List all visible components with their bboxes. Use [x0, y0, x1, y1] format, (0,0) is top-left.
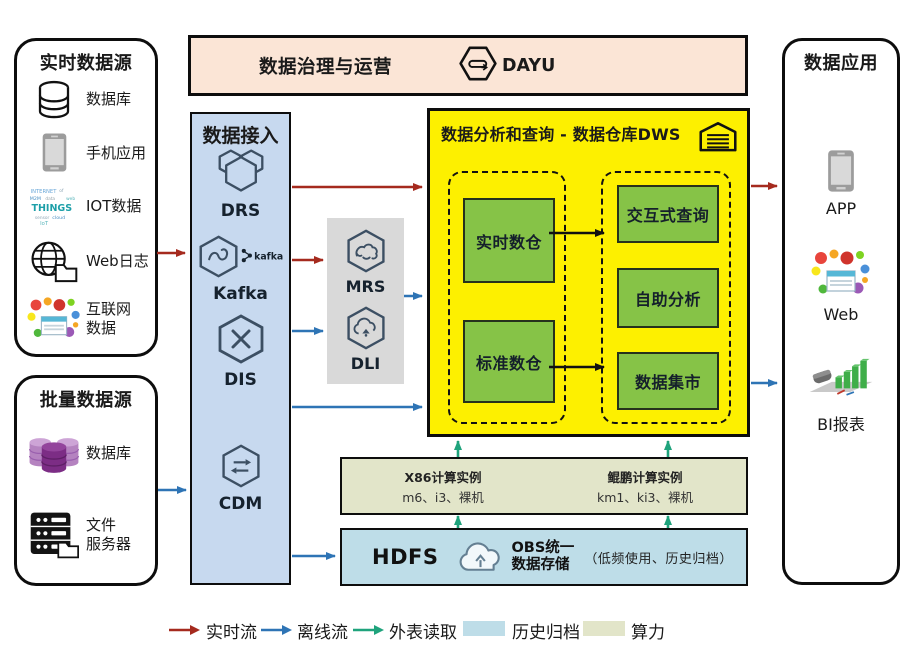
- cdm-icon: [219, 444, 263, 493]
- legend-archive-label: 历史归档: [512, 623, 580, 643]
- service-kafka: kafka Kafka: [192, 234, 289, 304]
- dws-standard-warehouse: 标准数仓: [463, 320, 555, 403]
- apps-title: 数据应用: [804, 53, 878, 74]
- obs-cloud-icon: [456, 540, 505, 575]
- dws-realtime-warehouse: 实时数仓: [463, 198, 555, 283]
- hdfs-label: HDFS: [372, 545, 439, 569]
- app-item-app: APP: [785, 149, 897, 218]
- compute-panel: X86计算实例 m6、i3、裸机 鲲鹏计算实例 km1、ki3、裸机: [340, 457, 748, 515]
- svg-text:data: data: [45, 196, 55, 202]
- compute-kunpeng: 鲲鹏计算实例 km1、ki3、裸机: [596, 469, 694, 505]
- realtime-sources-title: 实时数据源: [39, 53, 133, 74]
- legend-realtime-label: 实时流: [206, 623, 257, 643]
- source-item-weblog: Web日志: [17, 239, 155, 284]
- drs-icon: [215, 149, 267, 200]
- svg-text:THINGS: THINGS: [31, 203, 72, 214]
- service-dis: DIS: [192, 313, 289, 390]
- processing-panel: MRS DLI: [327, 218, 404, 384]
- dws-title: 数据分析和查询 - 数据仓库DWS: [441, 125, 681, 144]
- svg-text:IoT: IoT: [40, 221, 49, 227]
- source-item-database: 数据库: [17, 79, 155, 121]
- service-drs: DRS: [192, 146, 289, 221]
- app-mobile-icon: [826, 150, 856, 197]
- dis-icon: [217, 314, 265, 369]
- legend-compute-swatch: [583, 621, 625, 636]
- web-icon: [811, 249, 871, 303]
- storage-note: （低频使用、历史归档）: [584, 551, 733, 567]
- ingestion-title: 数据接入: [202, 125, 279, 147]
- source-item-mobile: 手机应用: [17, 132, 155, 173]
- svg-text:M2M: M2M: [30, 196, 41, 202]
- dws-data-mart: 数据集市: [617, 352, 719, 410]
- batch-sources-panel: 批量数据源 数据库 文件 服务器: [14, 375, 158, 586]
- legend-archive-swatch: [463, 621, 505, 636]
- warehouse-icon: [698, 120, 738, 157]
- obs-label: OBS统一 数据存储: [511, 539, 575, 573]
- svg-text:web: web: [66, 196, 75, 202]
- query-group: 交互式查询 自助分析 数据集市: [601, 171, 731, 424]
- mobile-icon: [25, 132, 83, 173]
- dayu-icon: [458, 45, 498, 86]
- ingestion-panel: 数据接入 DRS kafka Kafka DIS CDM: [190, 112, 291, 585]
- kafka-icon: kafka: [197, 235, 285, 283]
- storage-panel: HDFS OBS统一 数据存储 （低频使用、历史归档）: [340, 528, 748, 586]
- legend-offline-arrow: [260, 621, 292, 640]
- dayu-label: DAYU: [502, 55, 556, 76]
- legend-compute-label: 算力: [631, 623, 665, 643]
- source-item-internet: 互联网 数据: [17, 295, 155, 342]
- svg-text:cloud: cloud: [52, 215, 65, 221]
- dws-interactive-query: 交互式查询: [617, 185, 719, 243]
- legend-external-label: 外表读取: [389, 623, 457, 643]
- governance-bar: 数据治理与运营 DAYU: [188, 35, 748, 96]
- database-icon: [25, 79, 83, 121]
- service-dli: DLI: [344, 306, 388, 373]
- compute-x86: X86计算实例 m6、i3、裸机: [402, 469, 484, 505]
- source-item-file-server: 文件 服务器: [17, 510, 155, 560]
- governance-title: 数据治理与运营: [259, 56, 393, 78]
- dws-panel: 数据分析和查询 - 数据仓库DWS 实时数仓 标准数仓 交互式查询 自助分析 数…: [427, 108, 750, 437]
- svg-text:INTERNET: INTERNET: [31, 189, 58, 195]
- apps-panel: 数据应用 APP Web BI报表: [782, 38, 900, 585]
- warehouse-group: 实时数仓 标准数仓: [448, 171, 566, 424]
- svg-text:of: of: [59, 188, 64, 194]
- app-item-web: Web: [785, 247, 897, 324]
- dli-icon: [344, 306, 388, 354]
- legend-offline-label: 离线流: [297, 623, 348, 643]
- bi-icon: [806, 358, 876, 409]
- mrs-icon: [344, 229, 388, 277]
- weblog-icon: [25, 239, 83, 284]
- legend-realtime-arrow: [168, 621, 200, 640]
- service-mrs: MRS: [344, 229, 388, 296]
- legend-external-arrow: [352, 621, 384, 640]
- source-item-batch-database: 数据库: [17, 427, 155, 479]
- database-stack-icon: [25, 427, 83, 479]
- dws-self-analysis: 自助分析: [617, 268, 719, 328]
- legend: 实时流 离线流 外表读取 历史归档 算力: [0, 614, 914, 646]
- app-item-bi: BI报表: [785, 357, 897, 435]
- internet-icon: [25, 295, 83, 342]
- service-cdm: CDM: [192, 443, 289, 514]
- batch-sources-title: 批量数据源: [39, 390, 133, 411]
- file-server-icon: [25, 510, 83, 560]
- svg-text:sensor: sensor: [35, 215, 50, 221]
- svg-text:kafka: kafka: [254, 251, 283, 262]
